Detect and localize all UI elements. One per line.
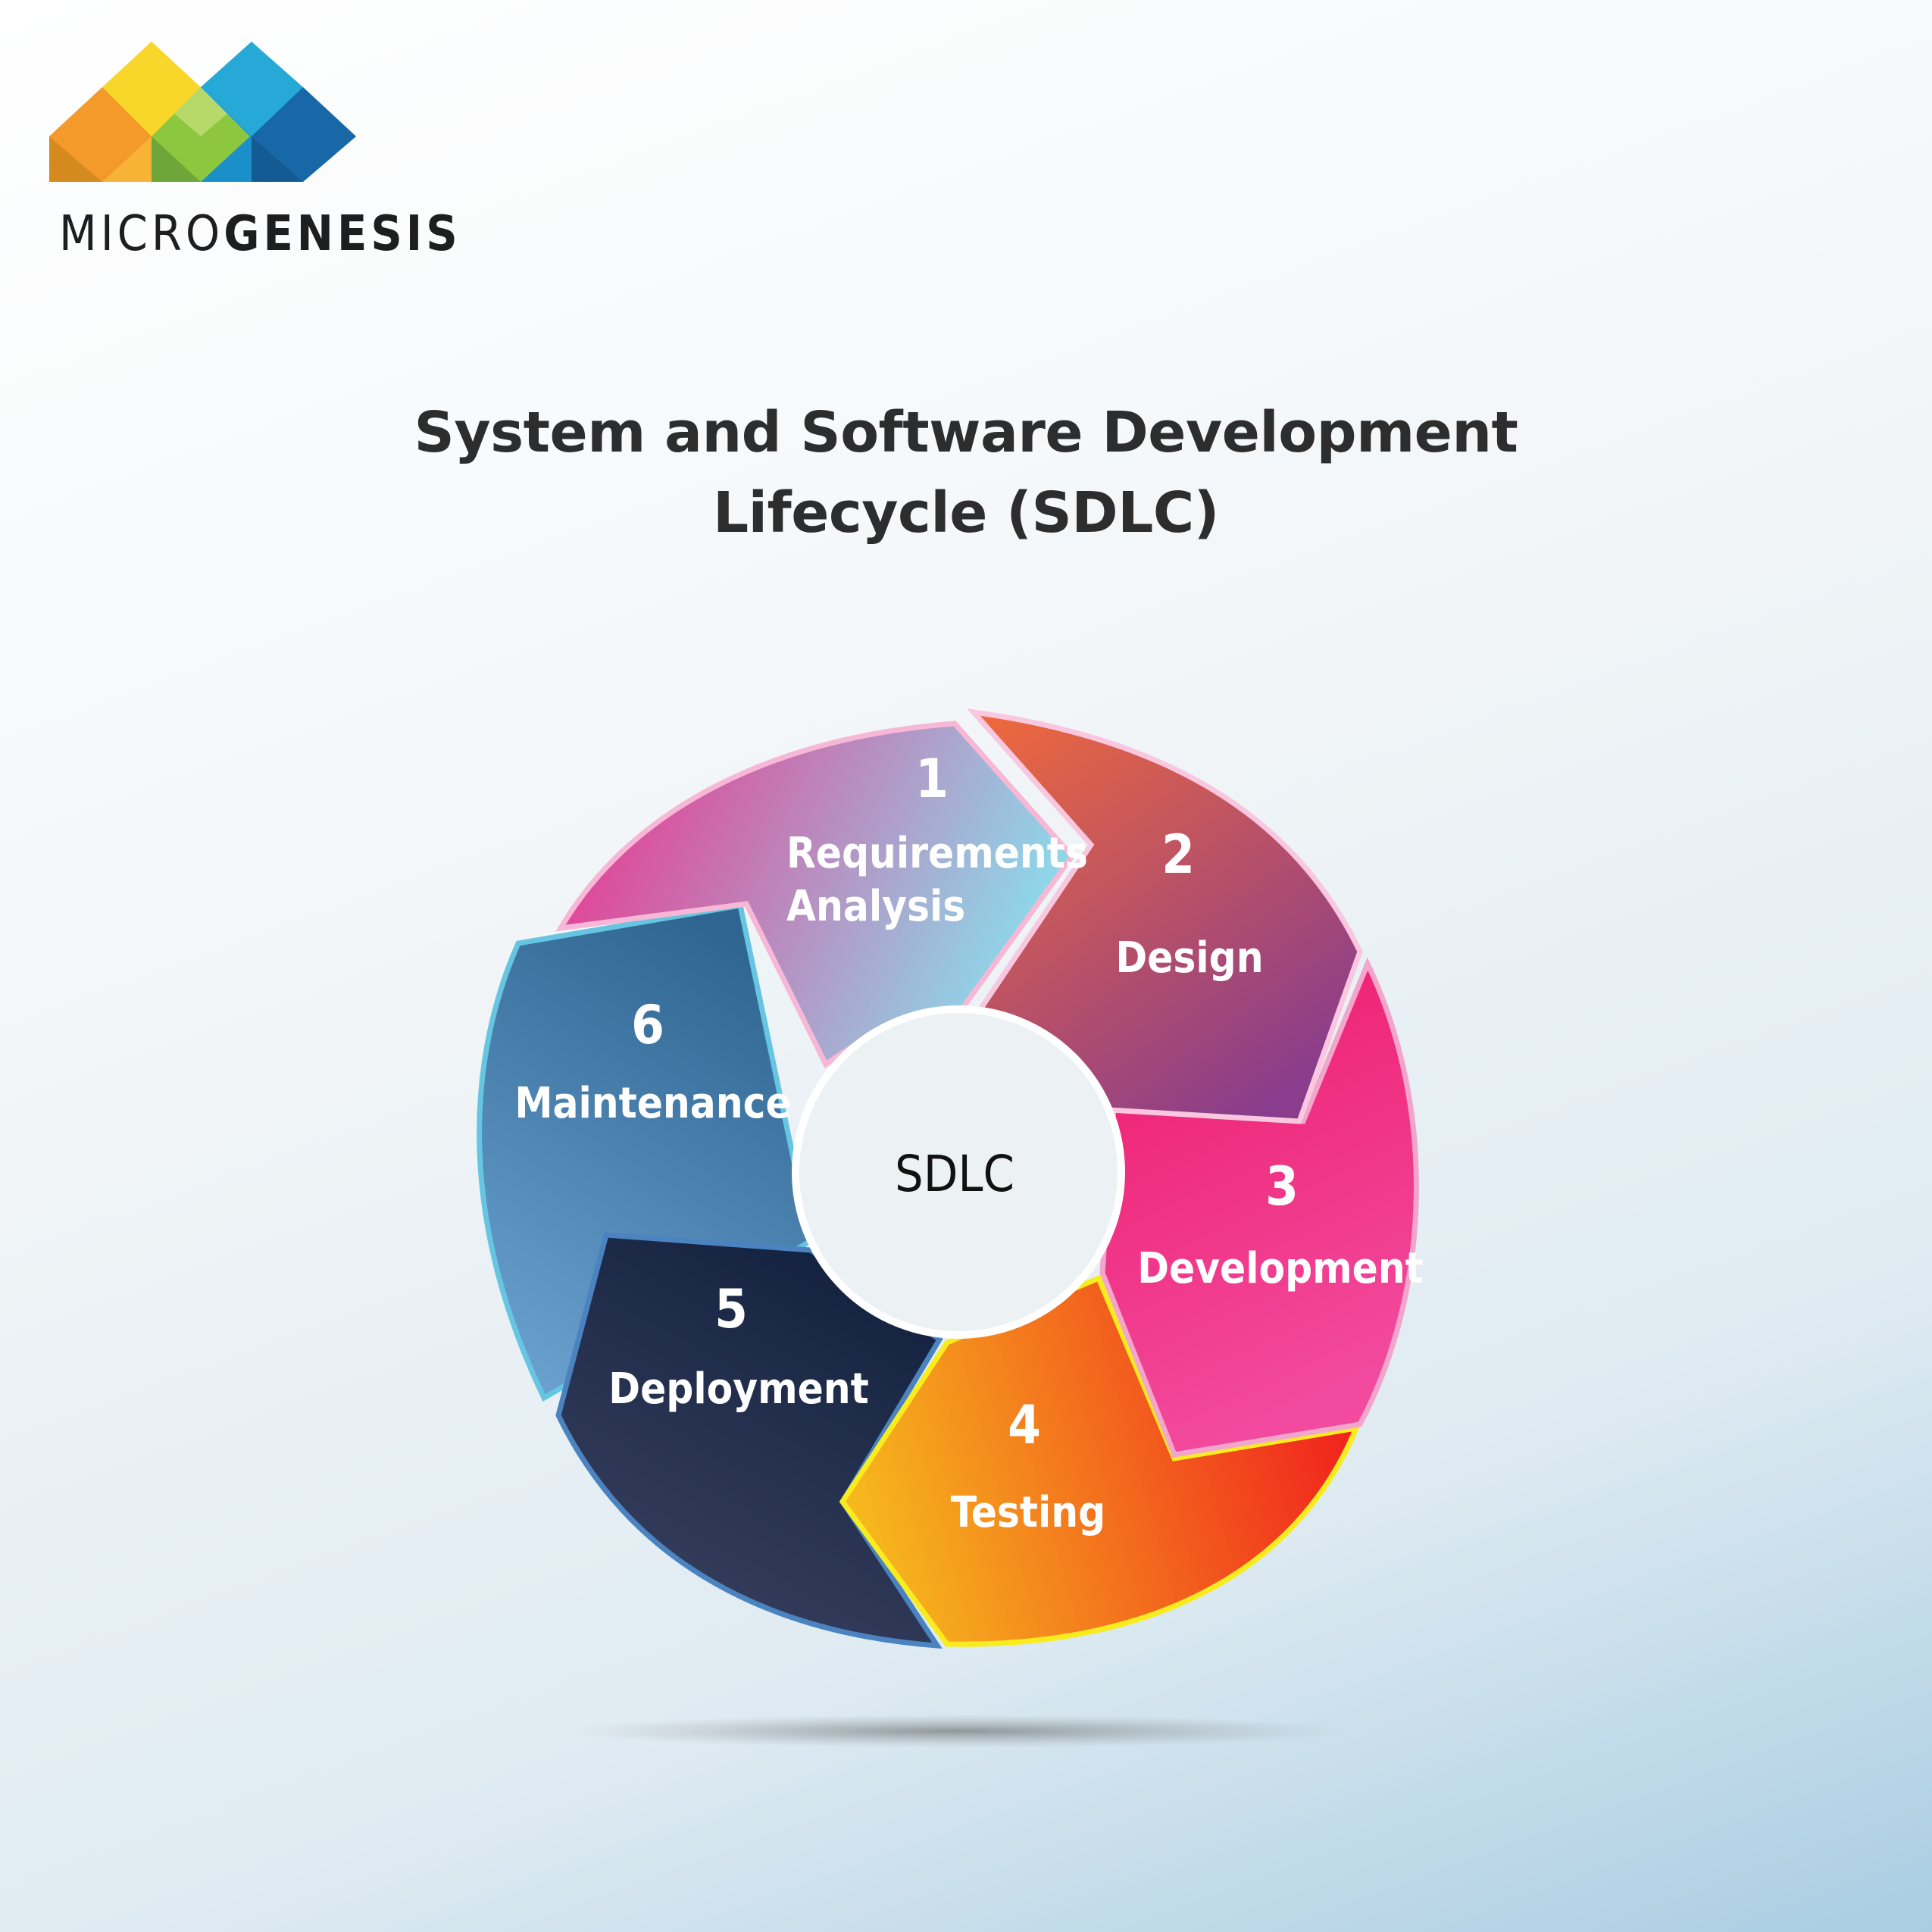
segment-2-design bbox=[967, 708, 1363, 1124]
step-2-title: Design bbox=[1115, 933, 1263, 983]
step-1-title-line1: Requirements bbox=[786, 829, 1088, 878]
center-circle bbox=[792, 1005, 1125, 1339]
brand-wordmark: MICROGENESIS bbox=[59, 206, 461, 262]
microgenesis-logo: MICROGENESIS bbox=[45, 38, 458, 265]
step-6-title: Maintenance bbox=[514, 1079, 791, 1128]
center-label: SDLC bbox=[895, 1145, 1014, 1203]
diagram-shadow bbox=[564, 1715, 1352, 1748]
step-2-number: 2 bbox=[1161, 824, 1195, 886]
step-5-title: Deployment bbox=[608, 1365, 868, 1414]
page-title: System and Software Development Lifecycl… bbox=[0, 392, 1932, 553]
step-6-labels: 6 Maintenance bbox=[514, 994, 791, 1128]
step-2-labels: 2 Design bbox=[1115, 824, 1263, 983]
title-line-1: System and Software Development bbox=[414, 400, 1518, 465]
step-4-labels: 4 Testing bbox=[951, 1394, 1105, 1537]
title-line-2: Lifecycle (SDLC) bbox=[712, 480, 1220, 546]
step-4-number: 4 bbox=[1008, 1394, 1041, 1456]
step-6-number: 6 bbox=[631, 994, 664, 1056]
step-3-title: Development bbox=[1137, 1244, 1424, 1293]
segment-3-development bbox=[1099, 957, 1419, 1458]
step-1-labels: 1 Requirements Analysis bbox=[786, 748, 1088, 931]
logo-diamonds-icon bbox=[49, 42, 356, 182]
brand-bold: GENESIS bbox=[224, 206, 461, 262]
step-3-labels: 3 Development bbox=[1137, 1155, 1424, 1293]
step-1-title-line2: Analysis bbox=[786, 882, 965, 931]
segment-5-deployment bbox=[555, 1232, 943, 1649]
step-1-number: 1 bbox=[915, 748, 949, 810]
step-3-number: 3 bbox=[1265, 1155, 1299, 1218]
segment-4-testing bbox=[839, 1274, 1361, 1647]
brand-light: MICRO bbox=[59, 206, 224, 262]
step-4-title: Testing bbox=[951, 1488, 1105, 1537]
step-5-labels: 5 Deployment bbox=[608, 1278, 868, 1414]
step-5-number: 5 bbox=[714, 1278, 748, 1340]
